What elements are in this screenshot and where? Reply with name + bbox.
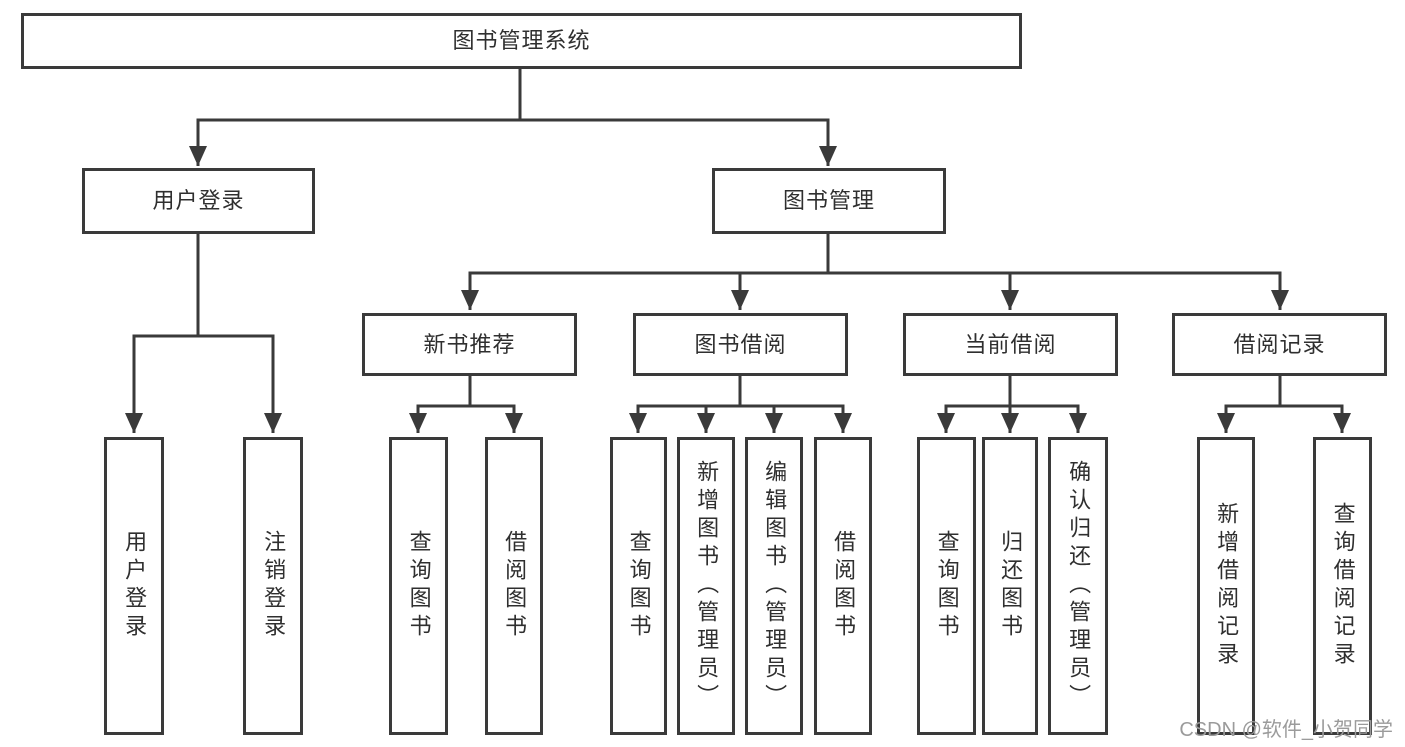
node-leaf-return-books: 归还图书 <box>982 437 1038 735</box>
leaf-label: 归还图书 <box>998 530 1024 642</box>
node-leaf-query-borrow-record: 查询借阅记录 <box>1313 437 1372 735</box>
leaf-label: 确认归还（管理员） <box>1066 460 1092 712</box>
node-borrow-records-label: 借阅记录 <box>1233 331 1326 357</box>
node-root-label: 图书管理系统 <box>452 28 591 53</box>
node-leaf-confirm-return-admin: 确认归还（管理员） <box>1048 437 1108 735</box>
leaf-label: 借阅图书 <box>831 530 857 642</box>
node-leaf-edit-books-admin: 编辑图书（管理员） <box>745 437 803 735</box>
node-leaf-add-borrow-record: 新增借阅记录 <box>1197 437 1255 735</box>
node-book-management-label: 图书管理 <box>782 188 875 213</box>
node-leaf-query-books-borrow: 查询图书 <box>610 437 667 735</box>
node-leaf-query-books-current: 查询图书 <box>917 437 976 735</box>
node-leaf-borrow-books: 借阅图书 <box>814 437 872 735</box>
node-root-system: 图书管理系统 <box>21 13 1022 69</box>
leaf-label: 新增图书（管理员） <box>694 460 720 712</box>
node-user-login-label: 用户登录 <box>152 188 245 213</box>
leaf-label: 用户登录 <box>122 530 148 642</box>
node-leaf-add-books-admin: 新增图书（管理员） <box>677 437 735 735</box>
leaf-label: 查询图书 <box>406 530 432 642</box>
node-leaf-logout: 注销登录 <box>243 437 303 735</box>
leaf-label: 注销登录 <box>261 530 287 642</box>
leaf-label: 查询图书 <box>626 530 652 642</box>
node-leaf-user-login: 用户登录 <box>104 437 164 735</box>
node-new-book-recommend-label: 新书推荐 <box>423 331 516 357</box>
node-leaf-borrow-books-recommend: 借阅图书 <box>485 437 543 735</box>
node-leaf-query-books-recommend: 查询图书 <box>389 437 448 735</box>
leaf-label: 借阅图书 <box>502 530 528 642</box>
node-book-management: 图书管理 <box>712 168 946 234</box>
node-borrow-records: 借阅记录 <box>1172 313 1387 376</box>
leaf-label: 新增借阅记录 <box>1214 502 1240 670</box>
node-current-borrowing-label: 当前借阅 <box>964 331 1057 357</box>
node-current-borrowing: 当前借阅 <box>903 313 1118 376</box>
leaf-label: 编辑图书（管理员） <box>762 460 788 712</box>
leaf-label: 查询图书 <box>934 530 960 642</box>
node-user-login: 用户登录 <box>82 168 315 234</box>
node-book-borrowing-label: 图书借阅 <box>694 331 787 357</box>
node-book-borrowing: 图书借阅 <box>633 313 848 376</box>
node-new-book-recommend: 新书推荐 <box>362 313 577 376</box>
csdn-watermark: CSDN @软件_小贺同学 <box>1179 719 1393 741</box>
leaf-label: 查询借阅记录 <box>1330 502 1356 670</box>
